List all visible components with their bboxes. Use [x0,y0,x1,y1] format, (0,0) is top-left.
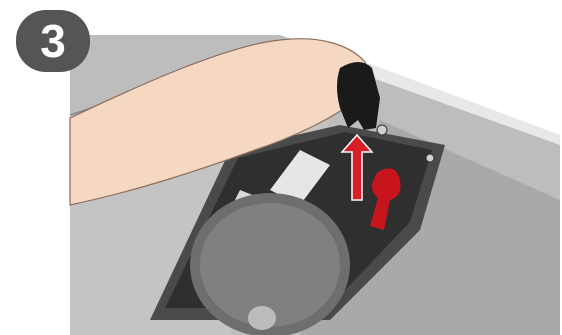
step-number: 3 [40,18,66,64]
saw-blade-icon [190,193,350,335]
step-badge: 3 [16,10,90,72]
